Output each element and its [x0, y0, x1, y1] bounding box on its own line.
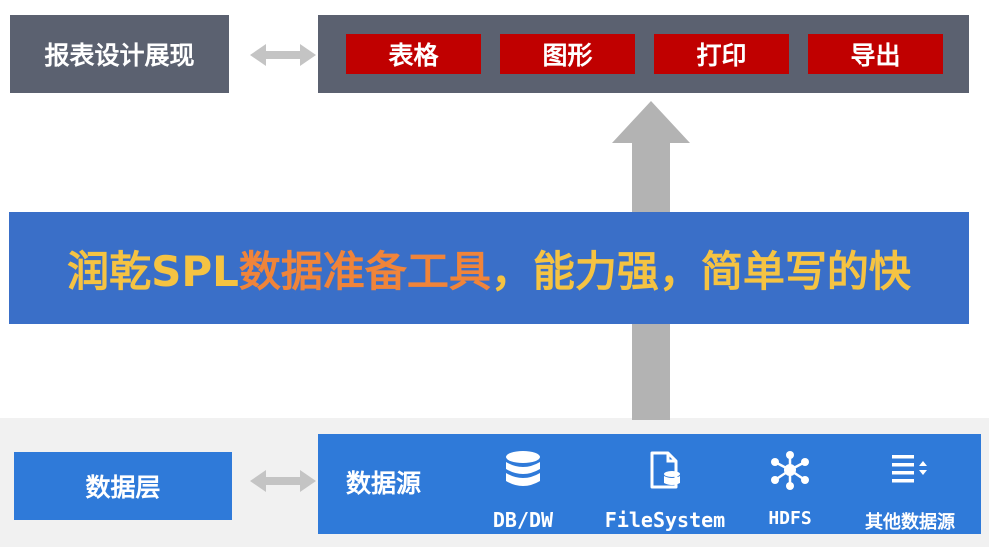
- output-print-box: 打印: [654, 34, 789, 74]
- output-panel: 表格 图形 打印 导出: [318, 15, 969, 93]
- report-design-box: 报表设计展现: [10, 15, 229, 93]
- output-chart-box: 图形: [500, 34, 635, 74]
- hdfs-network-icon: [769, 448, 811, 492]
- source-other: 其他数据源: [835, 448, 985, 534]
- source-file-system-label: FileSystem: [604, 508, 726, 532]
- source-other-label: 其他数据源: [865, 512, 955, 533]
- source-hdfs: HDFS: [715, 448, 865, 529]
- database-icon: [504, 448, 542, 492]
- list-sort-icon: [890, 448, 930, 492]
- output-table-box: 表格: [346, 34, 481, 74]
- spl-banner: 润乾SPL 数据准备工具 ，能力强，简单写的快: [9, 212, 969, 324]
- source-db-dw: DB/DW: [448, 448, 598, 532]
- source-db-dw-label: DB/DW: [492, 508, 554, 532]
- data-layer-label: 数据层: [85, 473, 161, 502]
- data-layer-box: 数据层: [14, 452, 232, 520]
- output-export-box: 导出: [808, 34, 943, 74]
- output-export-label: 导出: [850, 41, 901, 70]
- output-chart-label: 图形: [542, 41, 593, 70]
- output-print-label: 打印: [696, 41, 747, 70]
- source-file-system: FileSystem: [590, 448, 740, 532]
- file-system-icon: [646, 448, 684, 492]
- banner-slogan: ，能力强，简单写的快: [490, 246, 911, 296]
- bottom-double-arrow: [250, 470, 316, 492]
- report-design-label: 报表设计展现: [44, 41, 195, 70]
- data-source-panel: 数据源 DB/DW FileSystem: [318, 434, 981, 534]
- output-table-label: 表格: [388, 41, 439, 70]
- top-double-arrow: [250, 44, 316, 66]
- data-source-label: 数据源: [346, 469, 422, 498]
- source-hdfs-label: HDFS: [768, 508, 812, 529]
- banner-tool-name: 数据准备工具: [238, 246, 491, 296]
- banner-product-name: 润乾SPL: [67, 246, 239, 296]
